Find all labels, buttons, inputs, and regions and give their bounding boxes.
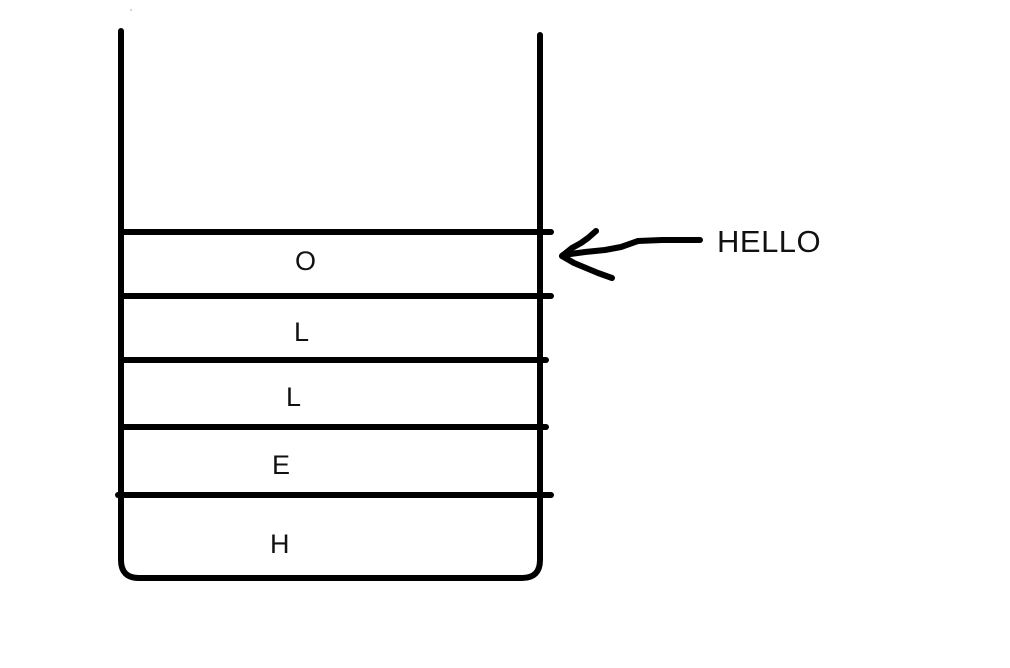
stack-container-outline [118, 28, 543, 581]
annotation-label-hello: HELLO [717, 224, 822, 259]
stack-cell-letter-h: H [270, 529, 290, 559]
stack-cell-letter-l-lower: L [286, 382, 302, 412]
stack-cell-letter-e: E [272, 450, 291, 480]
callout-arrow-icon [559, 228, 703, 281]
stack-cell-letter-l-upper: L [294, 317, 310, 347]
stack-cell-letter-o: O [295, 246, 317, 276]
scan-artifact-speck [130, 9, 132, 11]
